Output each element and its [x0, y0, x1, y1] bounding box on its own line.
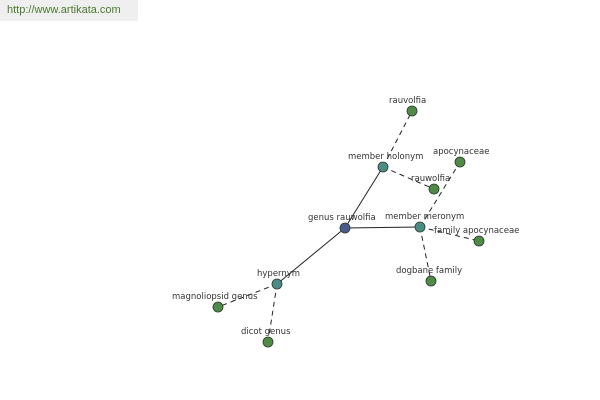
edge-genus-holonym	[344, 166, 384, 229]
edge-meronym-dogbane	[419, 226, 432, 282]
node-label-holonym[interactable]: member holonym	[348, 152, 423, 162]
nodes-layer	[212, 105, 485, 348]
node-rauv1[interactable]	[406, 105, 418, 117]
edge-meronym-apocyn	[419, 161, 461, 228]
edge-genus-meronym	[344, 226, 421, 229]
node-label-hypernym[interactable]: hypernym	[257, 269, 300, 279]
node-holonym[interactable]	[377, 161, 389, 173]
node-meronym[interactable]	[414, 221, 426, 233]
node-dicot[interactable]	[262, 336, 274, 348]
node-magnol[interactable]	[212, 301, 224, 313]
node-label-magnol[interactable]: magnoliopsid genus	[172, 292, 258, 302]
node-dogbane[interactable]	[425, 275, 437, 287]
node-hypernym[interactable]	[271, 278, 283, 290]
node-label-dogbane[interactable]: dogbane family	[396, 266, 462, 276]
edge-genus-hypernym	[276, 227, 346, 285]
edge-holonym-rauv1	[382, 110, 413, 168]
node-label-rauv1[interactable]: rauvolfia	[389, 96, 426, 106]
node-apocyn[interactable]	[454, 156, 466, 168]
node-label-rauv2[interactable]: rauwolfia	[411, 174, 450, 184]
node-label-genus[interactable]: genus rauwolfia	[308, 213, 376, 223]
edge-hypernym-magnol	[217, 283, 278, 308]
node-famapoc[interactable]	[473, 235, 485, 247]
node-label-famapoc[interactable]: family apocynaceae	[434, 226, 519, 236]
edges-layer	[217, 110, 480, 343]
node-label-apocyn[interactable]: apocynaceae	[433, 147, 489, 157]
labels-layer: genus rauwolfia member holonym member mero…	[172, 96, 519, 337]
node-label-dicot[interactable]: dicot genus	[241, 327, 291, 337]
site-url[interactable]: http://www.artikata.com	[0, 0, 138, 21]
edge-hypernym-dicot	[267, 283, 278, 343]
edge-meronym-famapoc	[419, 226, 480, 242]
node-genus[interactable]	[339, 222, 351, 234]
node-rauv2[interactable]	[428, 183, 440, 195]
edge-holonym-rauv2	[382, 166, 435, 190]
node-label-meronym[interactable]: member meronym	[385, 212, 464, 222]
